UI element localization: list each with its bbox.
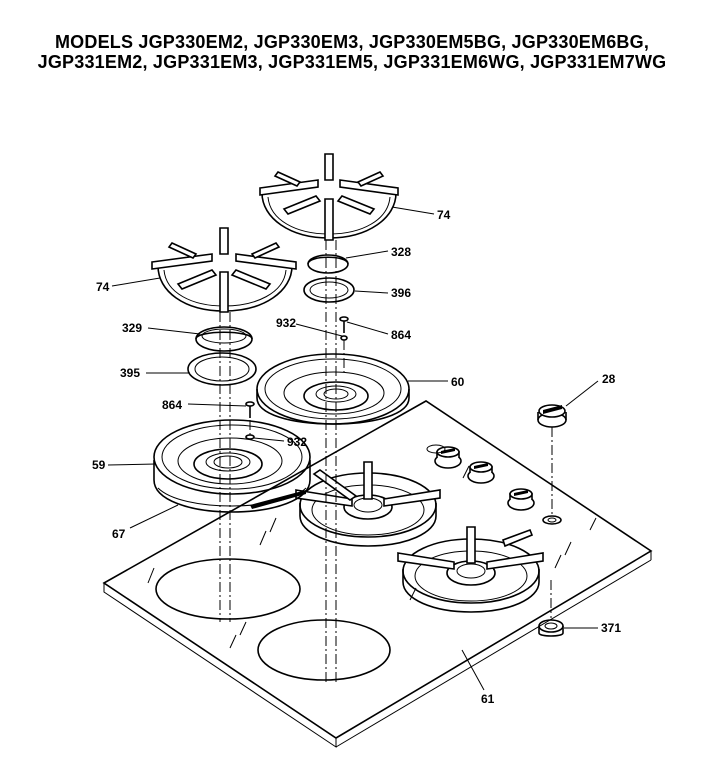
burner-assembly-rear [295,461,441,547]
cooktop-panel [102,400,653,748]
callout-932-top: 932 [276,316,296,330]
knob-28 [537,404,567,516]
burner-cap-328 [307,254,349,274]
grommet-371 [538,580,564,637]
screws [245,316,349,440]
burner-cap-329 [195,326,253,352]
callout-67: 67 [112,527,126,541]
grate-74-left [151,227,297,313]
burner-base-67 [153,460,311,513]
callout-328: 328 [391,245,411,259]
callout-329: 329 [122,321,142,335]
callout-60: 60 [451,375,465,389]
callout-74-left: 74 [96,280,110,294]
callout-396: 396 [391,286,411,300]
burner-assembly-front [397,526,544,613]
callout-864-left: 864 [162,398,182,412]
burner-bowl-60 [256,353,410,425]
assembly-centerlines [219,240,345,682]
callout-61: 61 [481,692,495,706]
callout-59: 59 [92,458,106,472]
callout-395: 395 [120,366,140,380]
diagram-title-line-2: JGP331EM2, JGP331EM3, JGP331EM5, JGP331E… [37,52,667,72]
callout-74-right: 74 [437,208,451,222]
ring-395 [187,352,257,386]
burner-bowl-59 [153,419,311,495]
leader-lines [107,206,599,691]
callout-labels: 74 74 328 396 329 932 864 395 60 28 864 … [92,208,621,706]
callout-28: 28 [602,372,616,386]
grate-74-right [259,153,399,241]
callout-864-top: 864 [391,328,411,342]
diagram-title-line-1: MODELS JGP330EM2, JGP330EM3, JGP330EM5BG… [54,32,650,52]
callout-371: 371 [601,621,621,635]
ring-396 [303,277,355,303]
control-knobs [426,444,562,525]
callout-932-left: 932 [287,435,307,449]
